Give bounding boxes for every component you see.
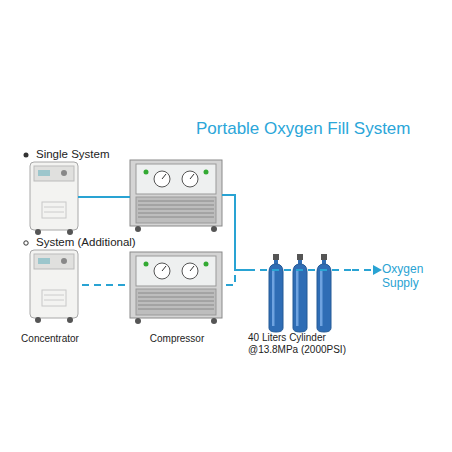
oxygen-cylinder — [293, 254, 307, 332]
connector-line — [352, 269, 373, 271]
cylinder-node: 40 Liters Cylinder @13.8MPa (2000PSI) — [248, 250, 352, 356]
equipment-node: Concentrator — [18, 248, 82, 345]
compressor-picture — [130, 160, 222, 232]
group-label: Single System — [36, 148, 110, 160]
output-node: Oxygen Supply — [382, 262, 432, 294]
diagram-title: Portable Oxygen Fill System — [196, 119, 410, 139]
oxygen-cylinder — [269, 254, 283, 332]
bullet-dot — [24, 241, 28, 245]
supply-line — [222, 195, 248, 270]
concentrator-picture — [30, 162, 78, 235]
connector-line — [82, 284, 128, 286]
group-label: System (Additional) — [36, 236, 136, 248]
node-label: Compressor — [128, 333, 226, 345]
equipment-node: Compressor — [128, 252, 226, 345]
oxygen-cylinder — [317, 254, 331, 332]
arrow-head — [373, 265, 382, 275]
manifold-line — [248, 269, 352, 271]
connector-line — [226, 270, 248, 285]
compressor-picture — [130, 252, 222, 324]
node-label: Oxygen Supply — [382, 262, 432, 291]
supply-line — [78, 196, 130, 198]
bullet-dot — [24, 153, 29, 158]
concentrator-picture — [30, 250, 78, 323]
node-label: Concentrator — [18, 333, 82, 345]
node-label: 40 Liters Cylinder @13.8MPa (2000PSI) — [248, 332, 352, 356]
